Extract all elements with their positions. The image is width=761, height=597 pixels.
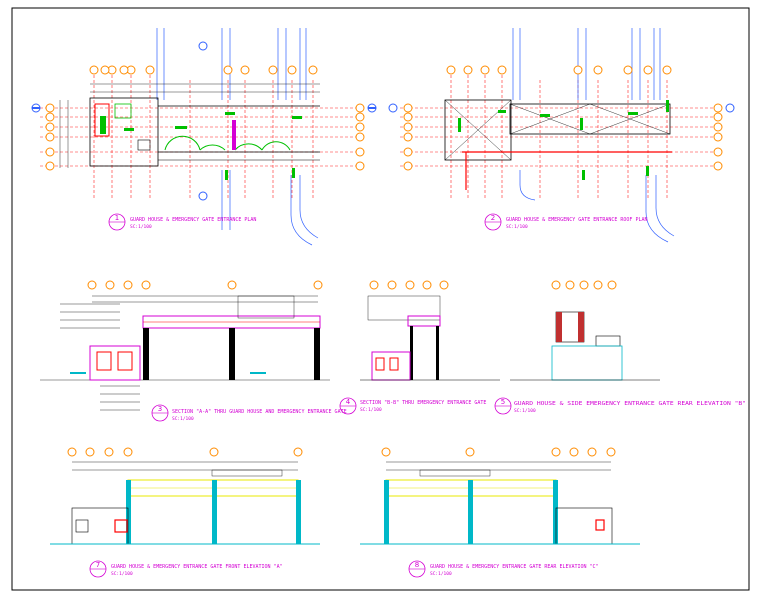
front-elevation-a-drawing (50, 447, 320, 545)
drawing-title: GUARD HOUSE & EMERGENCY ENTRANCE GATE FR… (111, 564, 283, 570)
sheet-border (11, 7, 750, 591)
drawing-scale: SC:1/100 (172, 416, 194, 422)
drawing-number: 7 (96, 561, 100, 569)
drawing-scale: SC:1/100 (506, 224, 528, 230)
drawing-number: 1 (115, 214, 119, 222)
drawing-title: GUARD HOUSE & EMERGENCY GATE ENTRANCE PL… (130, 217, 256, 223)
drawing-title: GUARD HOUSE & SIDE EMERGENCY ENTRANCE GA… (514, 401, 746, 407)
drawing-scale: SC:1/100 (360, 407, 382, 413)
drawing-scale: SC:1/100 (514, 408, 536, 414)
title-block-1: 1 GUARD HOUSE & EMERGENCY GATE ENTRANCE … (108, 213, 256, 231)
plan-drawing (31, 28, 377, 246)
drawing-title: SECTION "B-B" THRU EMERGENCY ENTRANCE GA… (360, 400, 486, 406)
drawing-number: 5 (501, 398, 505, 406)
drawing-title: SECTION "A-A" THRU GUARD HOUSE AND EMERG… (172, 409, 347, 415)
title-block-7: 7 GUARD HOUSE & EMERGENCY ENTRANCE GATE … (89, 560, 283, 578)
title-block-5: 5 GUARD HOUSE & SIDE EMERGENCY ENTRANCE … (494, 397, 746, 415)
section-bb-drawing (360, 280, 500, 381)
drawing-number: 2 (491, 214, 495, 222)
title-block-3: 3 SECTION "A-A" THRU GUARD HOUSE AND EME… (151, 404, 347, 422)
drawing-scale: SC:1/100 (430, 571, 452, 577)
grid-bubbles-top (89, 65, 318, 75)
title-block-2: 2 GUARD HOUSE & EMERGENCY GATE ENTRANCE … (484, 213, 647, 231)
rear-elevation-c-drawing (360, 447, 640, 545)
drawing-number: 4 (346, 398, 351, 406)
drawing-scale: SC:1/100 (130, 224, 152, 230)
roof-plan-drawing (388, 28, 735, 243)
drawing-number: 3 (158, 405, 162, 413)
drawing-title: GUARD HOUSE & EMERGENCY GATE ENTRANCE RO… (506, 217, 647, 223)
title-block-4: 4 SECTION "B-B" THRU EMERGENCY ENTRANCE … (339, 397, 486, 415)
drawing-number: 8 (415, 561, 419, 569)
title-block-8: 8 GUARD HOUSE & EMERGENCY ENTRANCE GATE … (408, 560, 599, 578)
rear-elevation-b-drawing (510, 280, 660, 381)
section-aa-drawing (40, 280, 330, 411)
drawing-scale: SC:1/100 (111, 571, 133, 577)
drawing-title: GUARD HOUSE & EMERGENCY ENTRANCE GATE RE… (430, 564, 599, 570)
